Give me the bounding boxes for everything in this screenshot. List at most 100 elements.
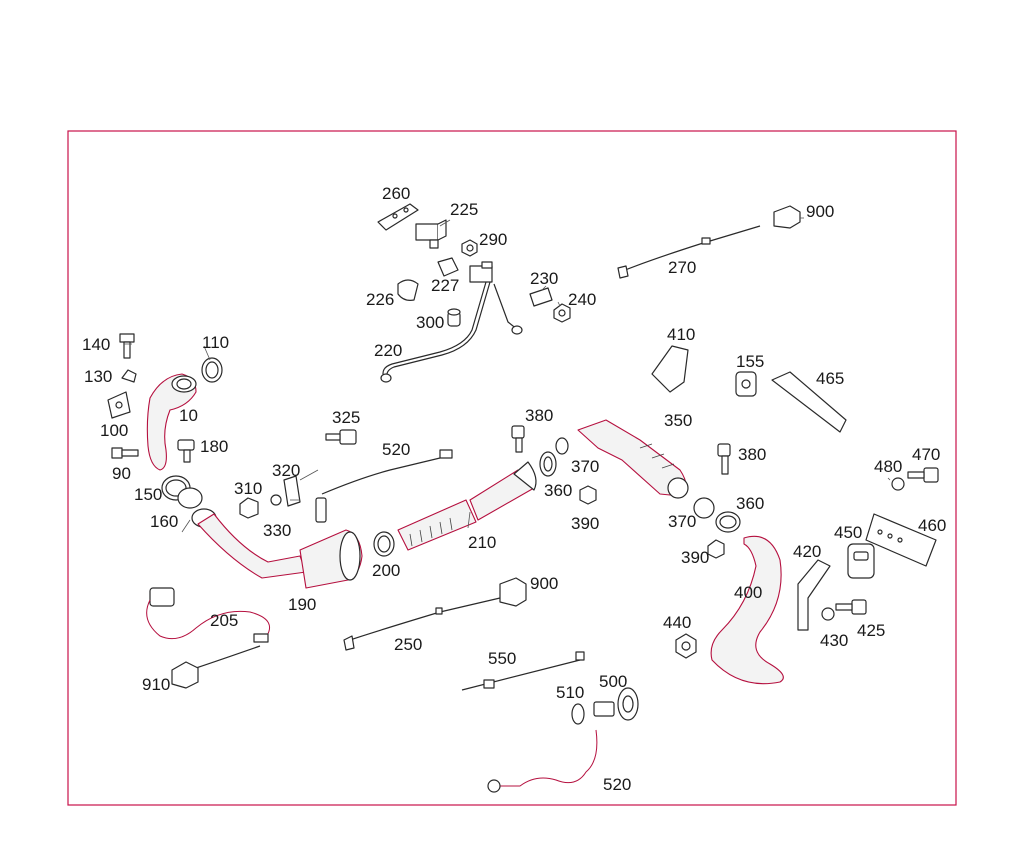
callout-226: 226: [366, 290, 394, 309]
washer-480[interactable]: [891, 477, 905, 491]
bracket-460[interactable]: [865, 513, 937, 567]
callout-480: 480: [874, 457, 902, 476]
callout-240: 240: [568, 290, 596, 309]
callout-370-left: 370: [571, 457, 599, 476]
bolt-90[interactable]: [111, 447, 139, 459]
clamp-180[interactable]: [177, 439, 195, 463]
callout-460: 460: [918, 516, 946, 535]
connector-900-bottom[interactable]: [499, 577, 527, 607]
callout-250: 250: [394, 635, 422, 654]
bolt-140[interactable]: [119, 333, 135, 359]
temperature-sensor-270[interactable]: [617, 225, 761, 279]
callout-390-left: 390: [571, 514, 599, 533]
bolt-425[interactable]: [835, 599, 867, 615]
callout-470: 470: [912, 445, 940, 464]
callout-150: 150: [134, 485, 162, 504]
clamp-360-left[interactable]: [539, 451, 557, 477]
pressure-line-220[interactable]: [380, 281, 523, 383]
sleeve-300[interactable]: [447, 308, 461, 327]
bracket-260[interactable]: [377, 203, 419, 231]
nut-240[interactable]: [553, 303, 571, 323]
rubber-mount-155[interactable]: [735, 371, 757, 397]
bracket-420[interactable]: [797, 559, 831, 631]
callout-370-right: 370: [668, 512, 696, 531]
callout-320: 320: [272, 461, 300, 480]
rubber-mount-450[interactable]: [847, 543, 875, 579]
callout-390-right: 390: [681, 548, 709, 567]
ring-160[interactable]: [177, 487, 203, 509]
washer-430[interactable]: [821, 607, 835, 621]
callout-430: 430: [820, 631, 848, 650]
callout-500: 500: [599, 672, 627, 691]
mounting-ring-510[interactable]: [571, 703, 585, 725]
nut-130[interactable]: [121, 369, 137, 383]
pressure-sensor-225[interactable]: [415, 219, 447, 249]
clamp-200[interactable]: [373, 531, 395, 557]
callout-410: 410: [667, 325, 695, 344]
clamp-360-right[interactable]: [715, 511, 741, 533]
heat-shield-410[interactable]: [651, 345, 689, 393]
sensor-assembly-500[interactable]: [593, 687, 639, 721]
downpipe-catalyst-190[interactable]: [191, 508, 363, 589]
callout-labels: 260 225 290 900 270 230 240 226 227 300 …: [82, 184, 946, 794]
bolt-380-left[interactable]: [511, 425, 525, 453]
callout-155: 155: [736, 352, 764, 371]
oxygen-sensor-520-bottom[interactable]: [487, 729, 598, 793]
callout-290: 290: [479, 230, 507, 249]
gasket-110[interactable]: [201, 357, 223, 383]
clip-227[interactable]: [437, 257, 459, 277]
callout-10: 10: [179, 406, 198, 425]
nut-310[interactable]: [239, 497, 259, 519]
nut-390-right[interactable]: [707, 539, 725, 559]
connector-900-top[interactable]: [773, 205, 801, 229]
temperature-sensor-550[interactable]: [461, 651, 585, 691]
callout-200: 200: [372, 561, 400, 580]
callout-520-top: 520: [382, 440, 410, 459]
bracket-320[interactable]: [283, 475, 301, 507]
gasket-370-left[interactable]: [555, 437, 569, 455]
catalyst-350[interactable]: [577, 419, 689, 499]
callout-520-bottom: 520: [603, 775, 631, 794]
callout-420: 420: [793, 542, 821, 561]
clip-226[interactable]: [397, 279, 419, 301]
callout-510: 510: [556, 683, 584, 702]
turbo-outlet-pipe-10[interactable]: [146, 373, 197, 471]
nut-440[interactable]: [675, 633, 697, 659]
callout-550: 550: [488, 649, 516, 668]
flexible-pipe-210[interactable]: [397, 461, 537, 551]
callout-160: 160: [150, 512, 178, 531]
callout-440: 440: [663, 613, 691, 632]
nut-390-left[interactable]: [579, 485, 597, 505]
bolt-380-right[interactable]: [717, 443, 731, 475]
callout-300: 300: [416, 313, 444, 332]
callout-900-bottom: 900: [530, 574, 558, 593]
gasket-370-right[interactable]: [693, 497, 715, 519]
diagram-frame: [67, 130, 957, 806]
temperature-sensor-250[interactable]: [343, 597, 501, 651]
oxygen-sensor-520-top[interactable]: [315, 449, 453, 523]
callout-450: 450: [834, 523, 862, 542]
bolt-325[interactable]: [325, 429, 357, 445]
sensor-head-220[interactable]: [469, 261, 493, 283]
callout-140: 140: [82, 335, 110, 354]
connector-910[interactable]: [171, 645, 261, 689]
bracket-465[interactable]: [771, 371, 847, 433]
nut-290[interactable]: [461, 239, 478, 257]
callout-190: 190: [288, 595, 316, 614]
callout-110: 110: [202, 333, 229, 352]
callout-380-left: 380: [525, 406, 553, 425]
gasket-100[interactable]: [107, 391, 131, 419]
callout-130: 130: [84, 367, 112, 386]
bolt-470[interactable]: [907, 467, 939, 483]
callout-260: 260: [382, 184, 410, 203]
callout-380-right: 380: [738, 445, 766, 464]
callout-205: 205: [210, 611, 238, 630]
callout-220: 220: [374, 341, 402, 360]
callout-210: 210: [468, 533, 496, 552]
bracket-230[interactable]: [529, 287, 553, 307]
callout-270: 270: [668, 258, 696, 277]
callout-360-left: 360: [544, 481, 572, 500]
oxygen-sensor-205[interactable]: [146, 587, 271, 643]
rear-pipe-400[interactable]: [710, 535, 784, 685]
washer-330[interactable]: [270, 494, 282, 506]
